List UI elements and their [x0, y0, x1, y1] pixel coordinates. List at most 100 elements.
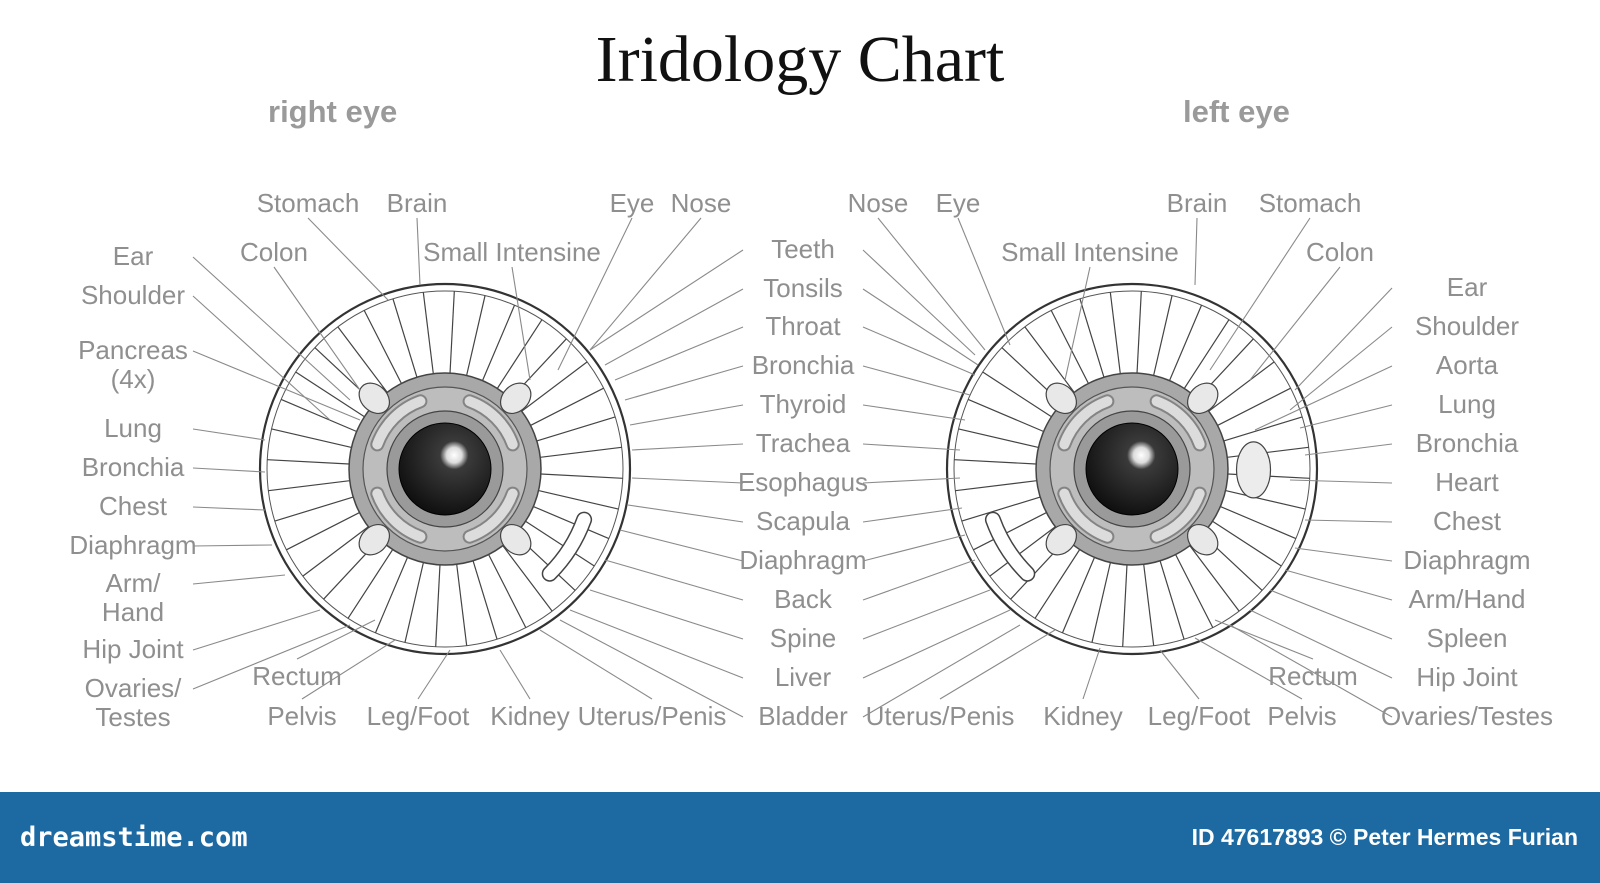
pupil: [1085, 422, 1179, 516]
left-lung-label: Lung: [1438, 389, 1496, 419]
inner-band-fill: [1059, 488, 1113, 542]
footer-credit: ID 47617893 © Peter Hermes Furian: [1191, 824, 1578, 850]
zone-cap: [379, 311, 385, 316]
zone-divider: [456, 564, 468, 646]
right-arm-hand-leader: [192, 574, 286, 585]
left-bronchia-leader: [1304, 443, 1393, 456]
zone-divider: [540, 473, 623, 479]
right-pancreas-4x-label-line: (4x): [111, 364, 156, 394]
zone-cap: [567, 354, 573, 359]
left-kidney-leader: [1082, 647, 1101, 700]
zone-cap: [521, 318, 527, 323]
right-arm-hand-label-line: Arm/: [106, 568, 162, 598]
zone-divider: [1153, 295, 1173, 376]
zone-divider: [1079, 298, 1105, 378]
center-spine-leader-left-eye: [862, 589, 991, 640]
zone-divider: [404, 562, 424, 643]
zone-cap: [575, 570, 580, 575]
right-small-intensine-leader: [511, 266, 531, 381]
zone-cap: [317, 579, 323, 584]
zone-divider: [392, 298, 418, 378]
pancreas-nodule: [1045, 523, 1078, 556]
center-bladder-label: Bladder: [758, 701, 848, 731]
zone-cap: [610, 460, 616, 466]
left-bronchia-label: Bronchia: [1416, 428, 1519, 458]
pancreas-nodule: [499, 523, 532, 556]
right-colon-leader: [273, 266, 361, 391]
zone-divider: [1061, 557, 1096, 634]
right-small-intensine-label: Small Intensine: [423, 237, 601, 267]
zone-divider: [967, 398, 1044, 433]
zone-cap: [1285, 403, 1290, 409]
center-diaphragm-leader-left-eye: [862, 534, 966, 562]
center-trachea-leader-right-eye: [631, 443, 744, 451]
center-scapula-leader-left-eye: [862, 507, 963, 523]
zone-cap: [1164, 631, 1170, 636]
center-tonsils-label: Tonsils: [763, 273, 842, 303]
left-stomach-label: Stomach: [1259, 188, 1362, 218]
zone-divider: [1159, 560, 1185, 640]
zone-cap: [1296, 490, 1301, 495]
left-small-intensine-leader: [1064, 266, 1091, 381]
left-kidney-label: Kidney: [1043, 701, 1123, 731]
right-shoulder-leader: [192, 295, 331, 421]
left-leg-foot-leader: [1159, 649, 1200, 700]
zone-divider: [982, 371, 1052, 418]
zone-cap: [278, 501, 283, 507]
zone-cap: [609, 490, 614, 495]
center-bronchia-leader-right-eye: [624, 365, 744, 401]
zone-cap: [1181, 307, 1187, 312]
right-uterus-penis-leader: [539, 629, 653, 700]
left-pelvis-leader: [1194, 637, 1303, 700]
zone-cap: [585, 377, 590, 383]
inner-band-fill: [372, 396, 426, 450]
zone-cap: [1094, 302, 1100, 307]
left-eye-diagram: [945, 282, 1319, 656]
right-chest-leader: [192, 506, 266, 511]
right-kidney-label: Kidney: [490, 701, 570, 731]
zone-divider: [1091, 562, 1111, 643]
zone-divider: [1189, 545, 1240, 612]
left-brain-leader: [1194, 217, 1198, 286]
left-nose-leader: [877, 217, 986, 351]
right-ovaries-testes-label: Ovaries/Testes: [85, 673, 183, 732]
zone-divider: [538, 490, 619, 510]
zone-divider: [958, 428, 1039, 448]
zone-divider: [280, 398, 357, 433]
zone-divider: [1225, 490, 1306, 510]
right-pelvis-leader: [301, 639, 396, 700]
zone-divider: [1024, 326, 1075, 393]
zone-cap: [1066, 311, 1072, 316]
zone-divider: [540, 446, 622, 458]
right-hip-joint-label: Hip Joint: [82, 634, 184, 664]
left-ovaries-testes-leader: [1229, 624, 1393, 718]
zone-divider: [466, 295, 486, 376]
zone-divider: [488, 554, 527, 628]
zone-cap: [1208, 318, 1214, 323]
zone-cap: [1218, 609, 1224, 614]
zone-divider: [961, 496, 1041, 522]
left-ear-leader: [1294, 287, 1393, 391]
zone-cap: [505, 622, 511, 627]
zone-divider: [449, 291, 455, 374]
pancreas-nodule: [1186, 523, 1219, 556]
zone-cap: [965, 501, 970, 507]
heart-zone: [1235, 441, 1272, 499]
zone-divider: [521, 361, 588, 412]
center-bladder-leader-left-eye: [862, 624, 1021, 718]
zone-cap: [1106, 633, 1111, 638]
center-bronchia-leader-left-eye: [862, 365, 971, 396]
right-pancreas-4x-leader: [192, 350, 361, 421]
zone-cap: [436, 298, 442, 304]
zone-divider: [302, 526, 369, 577]
center-throat-leader-left-eye: [862, 326, 976, 376]
center-liver-leader-right-eye: [569, 609, 744, 679]
zone-divider: [1175, 554, 1214, 628]
left-aorta-label: Aorta: [1436, 350, 1499, 380]
center-scapula-leader-right-eye: [627, 504, 744, 523]
zone-divider: [374, 557, 409, 634]
center-teeth-label: Teeth: [771, 234, 835, 264]
right-hip-joint-leader: [192, 609, 321, 651]
zone-cap: [981, 387, 986, 393]
